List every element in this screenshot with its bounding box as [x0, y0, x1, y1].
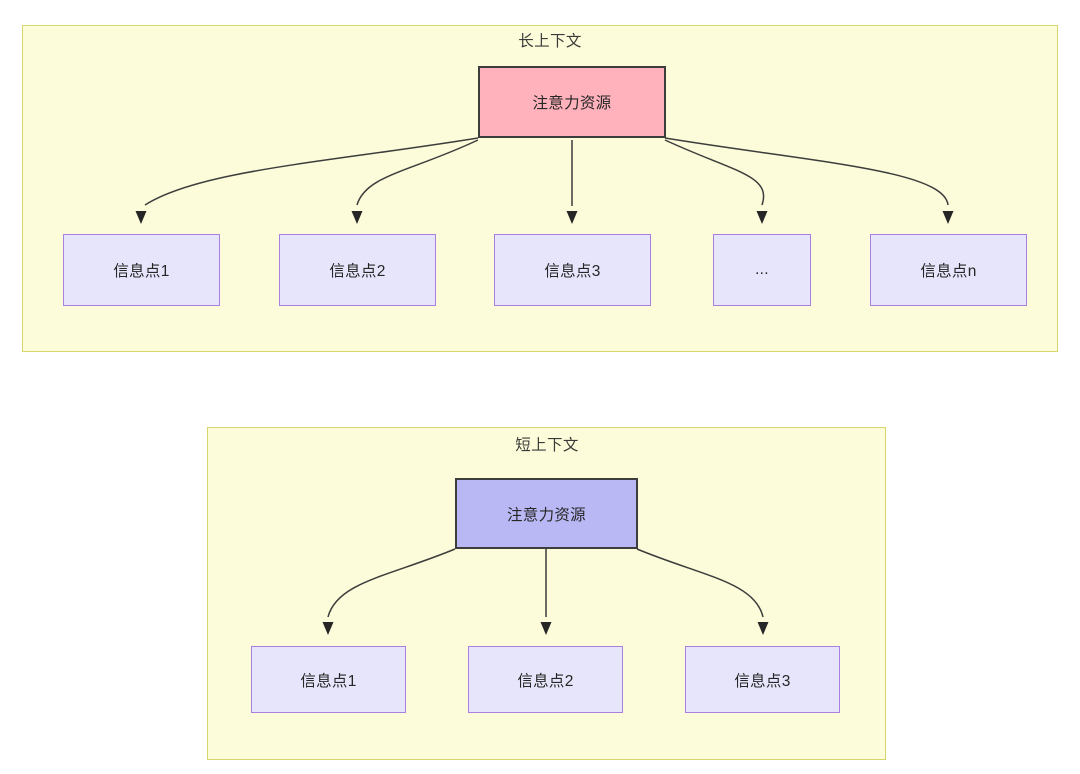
panel-short-context-title: 短上下文: [515, 437, 579, 454]
node-long-leaf-3-label: 信息点3: [544, 263, 601, 280]
node-long-leaf-n[interactable]: 信息点n: [870, 234, 1027, 306]
node-short-leaf-1[interactable]: 信息点1: [251, 646, 406, 713]
node-long-leaf-ellipsis-label: ...: [755, 261, 769, 278]
node-short-leaf-1-label: 信息点1: [300, 672, 357, 690]
node-short-leaf-3[interactable]: 信息点3: [685, 646, 840, 713]
node-short-leaf-3-label: 信息点3: [734, 672, 791, 690]
node-long-context-root[interactable]: 注意力资源: [478, 66, 666, 138]
node-long-leaf-2[interactable]: 信息点2: [279, 234, 436, 306]
node-short-leaf-2-label: 信息点2: [517, 672, 574, 690]
node-long-leaf-3[interactable]: 信息点3: [494, 234, 651, 306]
node-long-leaf-1[interactable]: 信息点1: [63, 234, 220, 306]
node-short-context-root-label: 注意力资源: [506, 506, 586, 524]
node-short-context-root[interactable]: 注意力资源: [455, 478, 638, 549]
node-long-context-root-label: 注意力资源: [532, 95, 612, 112]
node-long-leaf-1-label: 信息点1: [113, 263, 170, 280]
node-long-leaf-2-label: 信息点2: [329, 263, 386, 280]
panel-long-context-title: 长上下文: [518, 33, 582, 50]
node-long-leaf-n-label: 信息点n: [920, 263, 977, 280]
node-short-leaf-2[interactable]: 信息点2: [468, 646, 623, 713]
node-long-leaf-ellipsis[interactable]: ...: [713, 234, 811, 306]
